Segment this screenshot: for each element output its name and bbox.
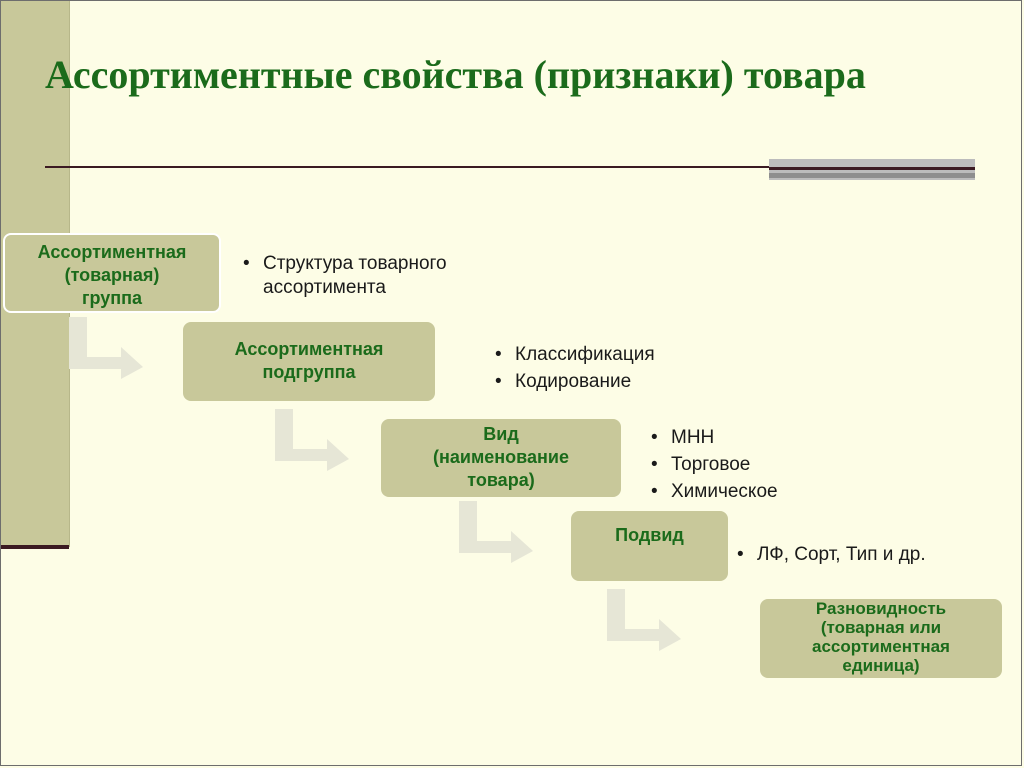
elbow-arrow-icon	[607, 589, 681, 651]
note-item: Кодирование	[493, 368, 713, 395]
elbow-arrow-icon	[69, 317, 143, 379]
elbow-arrow-icon	[275, 409, 349, 471]
note-item: Структура товарного ассортимента	[241, 252, 511, 300]
group-notes-list: Структура товарного ассортимента	[241, 252, 511, 300]
title-rule-accent-line	[769, 167, 975, 170]
side-accent-base	[1, 545, 69, 549]
title-rule-accent-shade	[769, 173, 975, 178]
note-item: МНН	[649, 424, 849, 451]
product-subkind-box: Подвид	[571, 511, 728, 581]
title-underline	[45, 166, 975, 168]
note-item: Классификация	[493, 341, 713, 368]
assortment-subgroup-box: Ассортиментная подгруппа	[183, 322, 435, 401]
subgroup-notes-list: Классификация Кодирование	[493, 341, 713, 395]
kind-notes-list: МНН Торговое Химическое	[649, 424, 849, 505]
slide-title: Ассортиментные свойства (признаки) товар…	[45, 52, 866, 97]
note-item: Химическое	[649, 478, 849, 505]
elbow-arrow-icon	[459, 501, 533, 563]
note-item: ЛФ, Сорт, Тип и др.	[735, 543, 945, 567]
product-variety-box: Разновидность (товарная или ассортиментн…	[760, 599, 1002, 678]
product-kind-box: Вид (наименование товара)	[381, 419, 621, 497]
subkind-notes-list: ЛФ, Сорт, Тип и др.	[735, 543, 945, 567]
note-item: Торговое	[649, 451, 849, 478]
assortment-group-box: Ассортиментная (товарная) группа	[3, 233, 221, 313]
